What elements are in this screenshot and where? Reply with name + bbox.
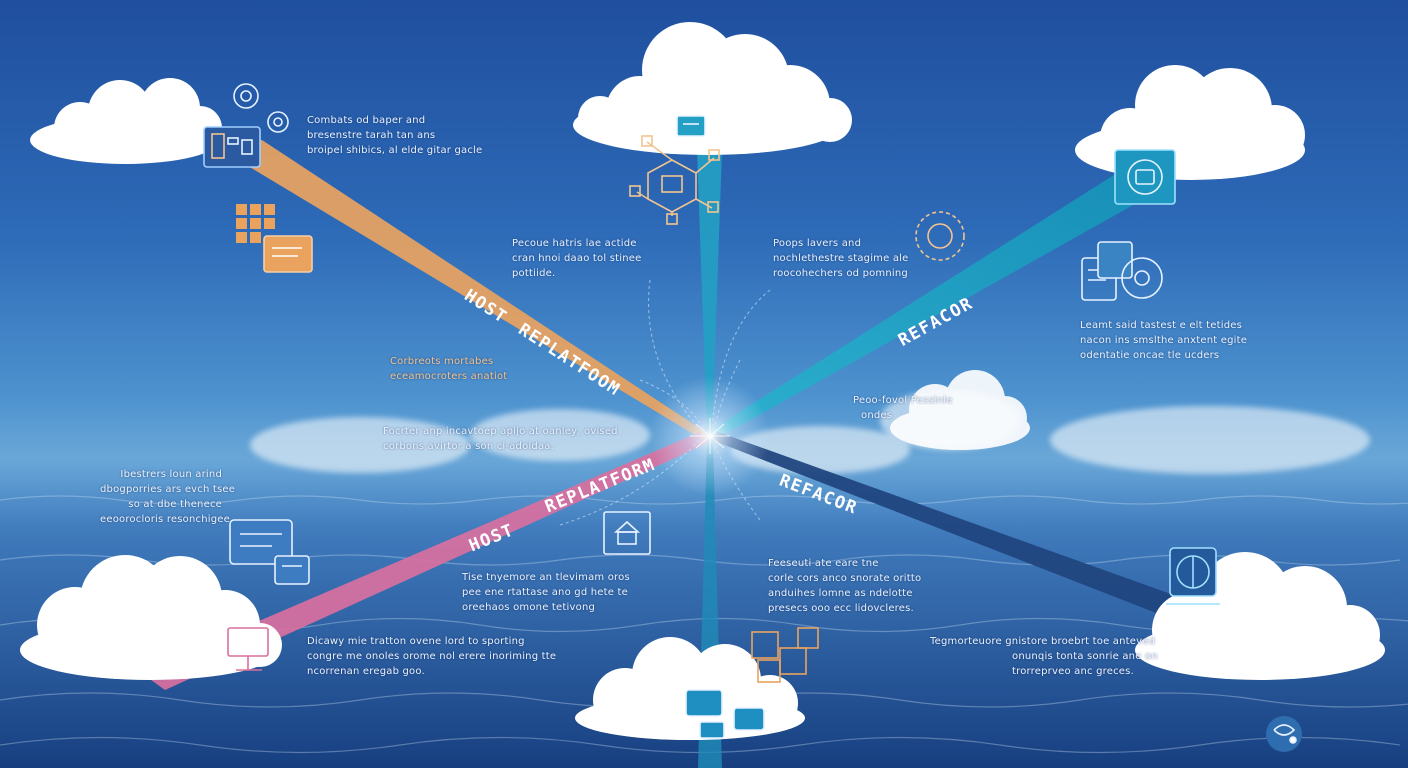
text-block-right: Leamt said tastest e elt tetides nacon i… bbox=[1080, 320, 1248, 361]
icon-layer bbox=[203, 83, 1302, 752]
gear-icon bbox=[233, 83, 289, 133]
link-arrow-icon bbox=[1266, 716, 1302, 752]
cloud-bottom-right bbox=[1135, 552, 1385, 680]
house-card-icon bbox=[603, 511, 651, 555]
hexagon-network-icon bbox=[629, 135, 720, 225]
beam-host-replatform-top bbox=[218, 140, 710, 438]
text-block-mid-left: Corbreots mortabes eceamocroters anatiot bbox=[390, 356, 508, 382]
chat-windows-icon bbox=[1081, 241, 1163, 301]
cube-stack-icon bbox=[751, 627, 819, 683]
text-block-upper-right-center: Poops lavers and nochlethestre stagime a… bbox=[773, 238, 909, 279]
text-block-lower-center: Tise tnyemore an tlevimam oros pee ene r… bbox=[462, 572, 630, 613]
text-block-upper-center: Pecoue hatris lae actide cran hnoi daao … bbox=[512, 238, 642, 279]
text-block-left: Ibestrers loun arind dbogporries ars evc… bbox=[100, 469, 236, 525]
text-block-bottom-right: Tegmorteuore gnistore broebrt toe anteve… bbox=[930, 636, 1158, 677]
cloud-top-center bbox=[573, 22, 852, 155]
beam-host-replatform-bottom bbox=[140, 432, 710, 690]
grid-blocks-icon bbox=[236, 204, 275, 243]
cloud-shield-icon bbox=[1114, 149, 1176, 205]
database-node-icon bbox=[676, 115, 706, 137]
text-block-center-right-small: Peoo-fovol Pessinle ondes bbox=[853, 395, 953, 421]
brain-document-icon bbox=[229, 519, 310, 585]
text-block-top-left: Combats od baper and bresenstre tarah ta… bbox=[307, 115, 483, 156]
text-block-center: Focrter anp incavtoep apijo at oanley, o… bbox=[383, 426, 618, 452]
beam-refactor-top bbox=[708, 168, 1160, 438]
connector-lines bbox=[559, 279, 771, 526]
cloud-mid-right bbox=[890, 370, 1030, 450]
cloud-top-right bbox=[1075, 65, 1305, 180]
document-icon bbox=[263, 235, 313, 273]
clouds bbox=[20, 22, 1385, 740]
text-block-bottom-left: Dicawy mie tratton ovene lord to sportin… bbox=[307, 636, 557, 677]
center-spark bbox=[690, 418, 730, 454]
beam-vertical-top bbox=[697, 150, 722, 435]
cloud-bottom-left bbox=[20, 555, 282, 680]
satellite-icon bbox=[1166, 547, 1220, 605]
monitor-icon bbox=[227, 627, 269, 671]
text-block-lower-center-right: Feeseuti ate eare tne corle cors anco sn… bbox=[768, 558, 922, 614]
server-panel-icon bbox=[203, 126, 261, 168]
beam-refactor-bottom bbox=[712, 432, 1182, 616]
gear-circle-icon bbox=[915, 211, 965, 261]
cloud-top-left bbox=[30, 78, 222, 164]
chip-cluster-icon bbox=[685, 689, 765, 739]
